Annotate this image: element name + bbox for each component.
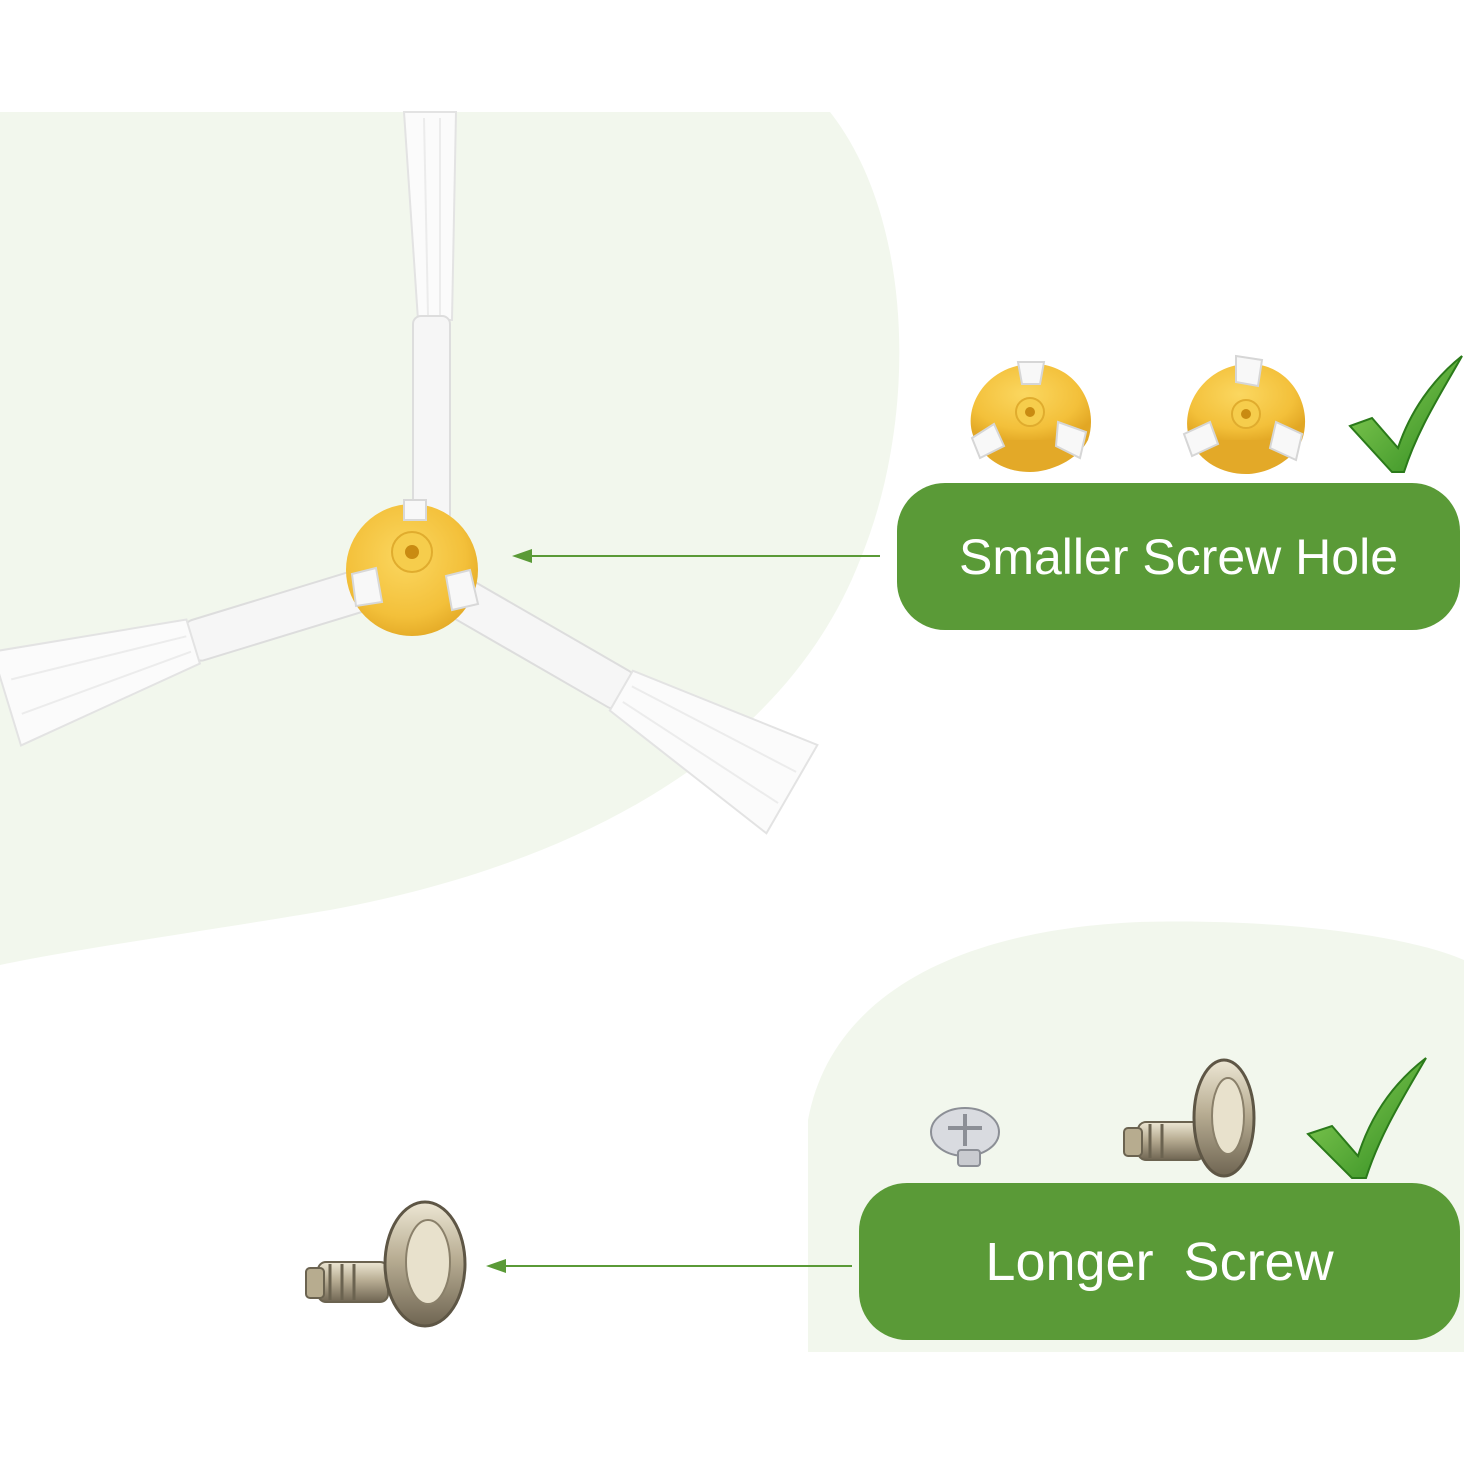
brush-arm-top <box>402 111 458 523</box>
hub-comparison-right <box>1182 354 1306 474</box>
hub-comparison-left <box>970 361 1091 472</box>
arrow-left-icon-2 <box>486 1259 852 1273</box>
smaller-screw-hole-label: Smaller Screw Hole <box>897 483 1460 630</box>
side-brush <box>0 111 819 835</box>
long-screw <box>305 1200 467 1328</box>
longer-screw-text: Longer Screw <box>985 1231 1334 1292</box>
checkmark-icon-2 <box>1306 1057 1427 1179</box>
checkmark-icon <box>1348 355 1463 473</box>
short-screw <box>930 1107 1000 1167</box>
longer-screw-label: Longer Screw <box>859 1183 1460 1340</box>
long-screw-comparison <box>1123 1058 1256 1178</box>
brush-hub <box>346 499 480 636</box>
arrow-left-icon <box>512 549 880 563</box>
brush-arm-right <box>433 571 819 835</box>
smaller-screw-hole-text: Smaller Screw Hole <box>958 528 1398 585</box>
